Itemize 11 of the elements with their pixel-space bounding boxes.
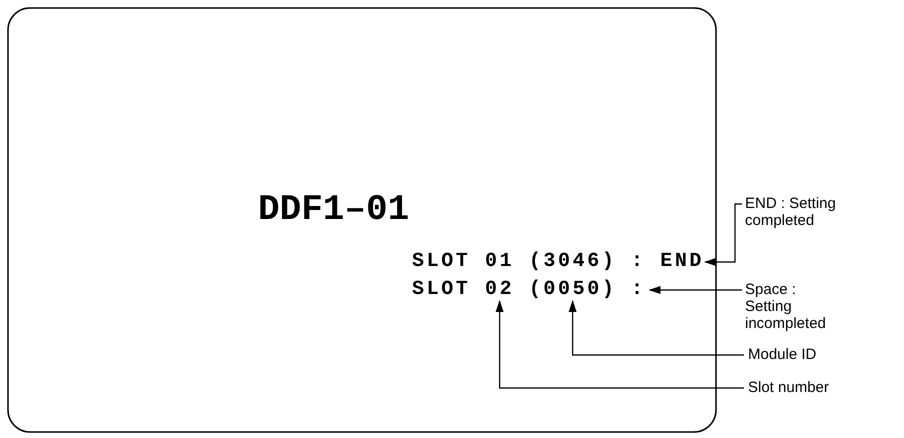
- callout-label: Module ID: [748, 346, 898, 363]
- leader-line: [496, 300, 744, 389]
- callout-label: END : Setting completed: [745, 195, 895, 229]
- callout-label: Slot number: [748, 379, 898, 396]
- leader-line: [568, 300, 744, 356]
- status-line: SLOT 02 (0050) :: [412, 280, 646, 300]
- status-line: SLOT 01 (3046) : END: [412, 252, 704, 272]
- leader-line: [704, 203, 742, 266]
- callout-label: Space : Setting incompleted: [745, 281, 840, 332]
- screen-title: DDF1–01: [258, 192, 410, 228]
- leader-line: [648, 286, 742, 294]
